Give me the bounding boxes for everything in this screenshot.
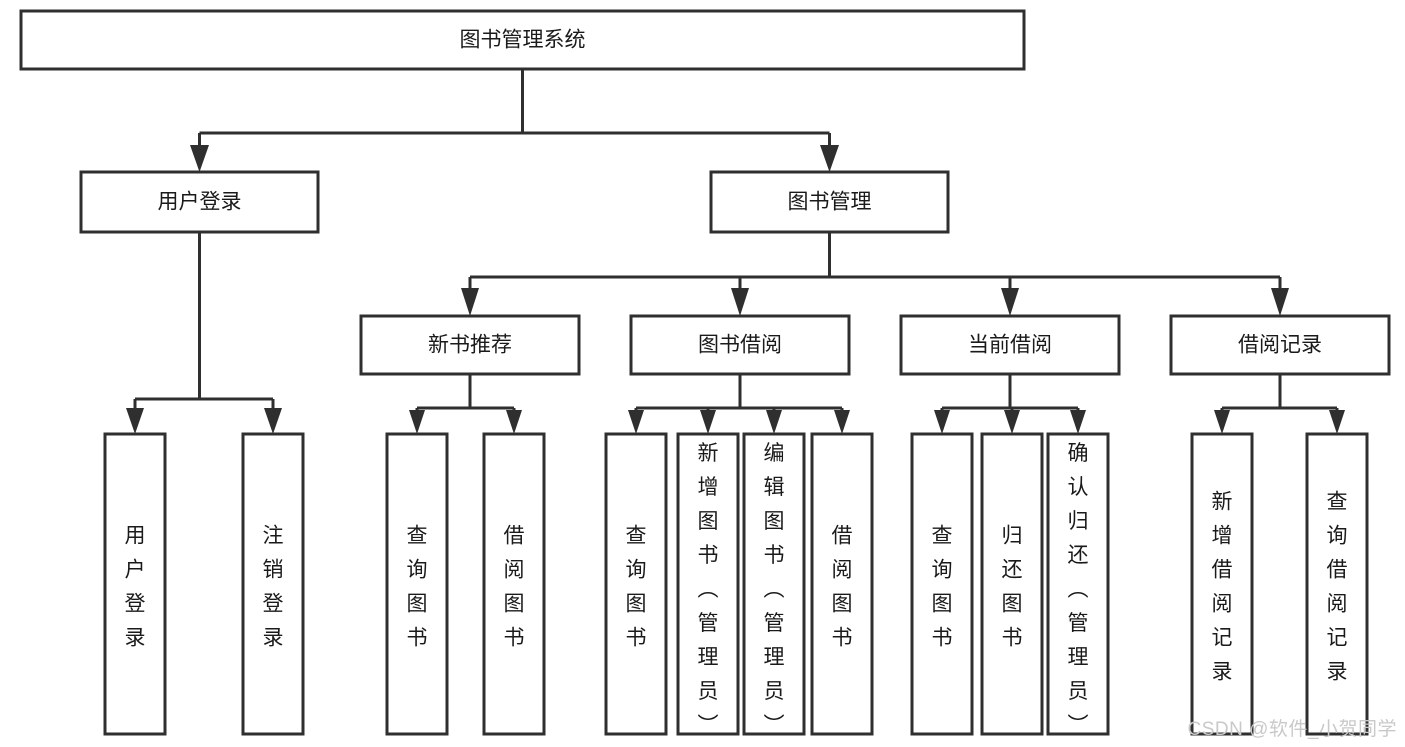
leaf-add-record[interactable]: 新增借阅记录 [1190,432,1254,736]
node-new-book-rec[interactable]: 新书推荐 [359,314,581,376]
leaf-add-book-label: 新增图书︵管理员︶ [698,442,719,737]
node-layer: 图书管理系统 用户登录 图书管理 新书推荐 图书借阅 当前借阅 [19,9,1391,737]
leaf-logout[interactable]: 注销登录 [241,432,305,736]
leaf-add-book-box [676,432,740,736]
leaf-confirm-return[interactable]: 确认归还︵管理员︶ [1046,432,1110,737]
leaf-edit-book-label: 编辑图书︵管理员︶ [764,442,785,737]
arrow-head-leaf-logout [264,408,282,434]
leaf-query-record-box [1305,432,1369,736]
arrow-head-leaf-confirm-return [1070,410,1086,434]
leaf-user-login-label: 用户登录 [125,525,146,650]
leaf-query-book-current-box [910,432,974,736]
arrow-head-leaf-return-book [1004,410,1020,434]
leaf-user-login-box [103,432,167,736]
leaf-borrow-book-label: 借阅图书 [832,525,853,650]
leaf-edit-book-box [742,432,806,736]
leaf-borrow-book-box [810,432,874,736]
arrow-head-borrow-record [1271,288,1289,316]
leaf-add-record-label: 新增借阅记录 [1212,491,1233,684]
leaf-borrow-book-rec-box [482,432,546,736]
arrow-head-leaf-borrow-book [834,410,850,434]
node-new-book-rec-label: 新书推荐 [428,334,512,357]
node-current-borrow-label: 当前借阅 [968,334,1052,357]
arrow-head-leaf-query-record [1329,410,1345,434]
leaf-borrow-book-rec-label: 借阅图书 [504,525,525,650]
node-book-manage[interactable]: 图书管理 [709,170,950,234]
arrow-head-new-book-rec [461,288,479,316]
node-user-login[interactable]: 用户登录 [79,170,320,234]
node-current-borrow[interactable]: 当前借阅 [899,314,1121,376]
arrow-head-leaf-add-book [700,410,716,434]
arrow-head-leaf-edit-book [766,410,782,434]
node-borrow-record-label: 借阅记录 [1238,334,1322,357]
arrow-head-book-manage [820,145,839,172]
leaf-query-record[interactable]: 查询借阅记录 [1305,432,1369,736]
leaf-query-book-rec[interactable]: 查询图书 [385,432,449,736]
node-book-borrow[interactable]: 图书借阅 [629,314,851,376]
arrow-head-leaf-query-book-borrow [628,410,644,434]
leaf-add-record-box [1190,432,1254,736]
leaf-confirm-return-label: 确认归还︵管理员︶ [1068,442,1089,737]
leaf-return-book-label: 归还图书 [1002,525,1023,650]
leaf-query-book-borrow-label: 查询图书 [626,525,647,650]
leaf-edit-book[interactable]: 编辑图书︵管理员︶ [742,432,806,737]
leaf-add-book[interactable]: 新增图书︵管理员︶ [676,432,740,737]
leaf-borrow-book[interactable]: 借阅图书 [810,432,874,736]
leaf-return-book[interactable]: 归还图书 [980,432,1044,736]
watermark-text: CSDN @软件_小贺同学 [1187,719,1397,740]
arrow-head-book-borrow [731,288,749,316]
arrow-head-leaf-query-book-current [934,410,950,434]
leaf-query-book-rec-label: 查询图书 [407,525,428,650]
arrow-head-leaf-user-login [126,408,144,434]
node-user-login-label: 用户登录 [158,191,242,214]
leaf-logout-label: 注销登录 [263,525,284,650]
leaf-return-book-box [980,432,1044,736]
leaf-confirm-return-box [1046,432,1110,736]
connector-layer [126,69,1345,434]
node-root-label: 图书管理系统 [460,29,586,52]
node-book-borrow-label: 图书借阅 [698,334,782,357]
leaf-query-book-borrow[interactable]: 查询图书 [604,432,668,736]
leaf-logout-box [241,432,305,736]
arrow-head-current-borrow [1001,288,1019,316]
arrow-head-leaf-add-record [1214,410,1230,434]
leaf-borrow-book-rec[interactable]: 借阅图书 [482,432,546,736]
leaf-node-layer: 用户登录 注销登录 查询图书 借阅图书 查询图书 新增图书︵管理员︶ 编辑图书︵管理员︶ 借阅… [103,432,1369,737]
arrow-head-leaf-borrow-book-rec [506,410,522,434]
leaf-query-record-label: 查询借阅记录 [1327,491,1348,684]
leaf-query-book-current-label: 查询图书 [932,525,953,650]
arrow-head-leaf-query-book-rec [409,410,425,434]
node-borrow-record[interactable]: 借阅记录 [1169,314,1391,376]
leaf-query-book-current[interactable]: 查询图书 [910,432,974,736]
leaf-query-book-rec-box [385,432,449,736]
node-root[interactable]: 图书管理系统 [19,9,1026,71]
arrow-head-user-login [190,145,209,172]
leaf-query-book-borrow-box [604,432,668,736]
node-book-manage-label: 图书管理 [788,191,872,214]
leaf-user-login[interactable]: 用户登录 [103,432,167,736]
